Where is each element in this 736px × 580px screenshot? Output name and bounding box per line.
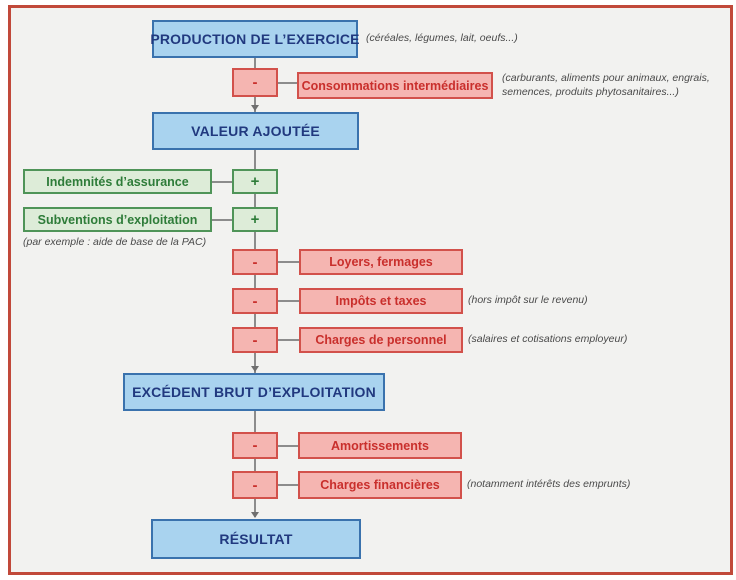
valeur-ajoutee-box: VALEUR AJOUTÉE [152, 112, 359, 150]
impots-box: Impôts et taxes [299, 288, 463, 314]
loyers-box: Loyers, fermages [299, 249, 463, 275]
connector-indemnites [212, 181, 232, 183]
connector-charges-personnel [278, 339, 299, 341]
impots-note: (hors impôt sur le revenu) [468, 294, 588, 307]
arrow-to-ebe-icon [251, 366, 259, 372]
minus-operator-consommations: - [232, 68, 278, 97]
amortissements-box: Amortissements [298, 432, 462, 459]
production-box: PRODUCTION DE L’EXERCICE [150, 20, 360, 58]
minus-operator-amortissements: - [232, 432, 278, 459]
main-vertical-connector [254, 58, 256, 517]
indemnites-box: Indemnités d’assurance [23, 169, 212, 194]
connector-charges-financieres [278, 484, 298, 486]
plus-operator-subventions: + [232, 207, 278, 232]
connector-loyers [278, 261, 299, 263]
charges-personnel-box: Charges de personnel [299, 327, 463, 353]
consommations-note: (carburants, aliments pour animaux, engr… [502, 72, 710, 98]
plus-operator-indemnites: + [232, 169, 278, 194]
production-note: (céréales, légumes, lait, oeufs...) [366, 32, 518, 45]
connector-subventions [212, 219, 232, 221]
subventions-box: Subventions d’exploitation [23, 207, 212, 232]
minus-operator-charges-financieres: - [232, 471, 278, 499]
arrow-to-resultat-icon [251, 512, 259, 518]
charges-financieres-box: Charges financières [298, 471, 462, 499]
charges-personnel-note: (salaires et cotisations employeur) [468, 333, 628, 346]
minus-operator-charges-personnel: - [232, 327, 278, 353]
connector-consommations [278, 82, 297, 84]
connector-amortissements [278, 445, 298, 447]
consommations-box: Consommations intermédiaires [297, 72, 493, 99]
resultat-box: RÉSULTAT [151, 519, 361, 559]
minus-operator-impots: - [232, 288, 278, 314]
minus-operator-loyers: - [232, 249, 278, 275]
connector-impots [278, 300, 299, 302]
subventions-note: (par exemple : aide de base de la PAC) [23, 236, 207, 249]
ebe-box: EXCÉDENT BRUT D’EXPLOITATION [123, 373, 385, 411]
arrow-to-valeur-ajoutee-icon [251, 105, 259, 111]
charges-financieres-note: (notamment intérêts des emprunts) [467, 478, 631, 491]
